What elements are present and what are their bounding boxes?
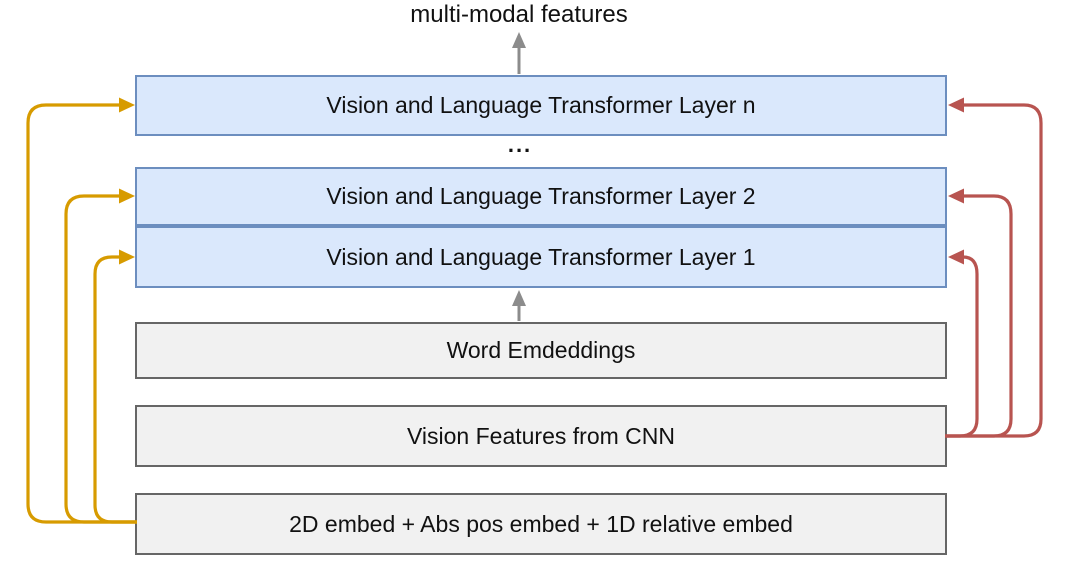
word-embeddings-box: Word Emdeddings bbox=[135, 322, 947, 379]
output-up-arrow-icon bbox=[512, 32, 526, 74]
vision-arrow-to-layer-n bbox=[945, 97, 1043, 438]
transformer-layer-n-box: Vision and Language Transformer Layer n bbox=[135, 75, 947, 136]
output-features-label: multi-modal features bbox=[410, 1, 628, 28]
transformer-layer-n-label: Vision and Language Transformer Layer n bbox=[326, 92, 756, 118]
position-embeddings-label: 2D embed + Abs pos embed + 1D relative e… bbox=[289, 510, 793, 537]
transformer-layer-1-label: Vision and Language Transformer Layer 1 bbox=[326, 243, 756, 270]
vision-features-label: Vision Features from CNN bbox=[407, 422, 675, 449]
more-layers-ellipsis: ... bbox=[507, 132, 533, 157]
embed-arrow-to-layer-n bbox=[26, 97, 137, 524]
word-embeddings-label: Word Emdeddings bbox=[446, 337, 636, 363]
transformer-layer-2-label: Vision and Language Transformer Layer 2 bbox=[326, 183, 756, 209]
position-embeddings-box: 2D embed + Abs pos embed + 1D relative e… bbox=[135, 493, 947, 555]
word-embeddings-up-arrow-icon bbox=[512, 290, 526, 321]
transformer-layer-1-box: Vision and Language Transformer Layer 1 bbox=[135, 226, 947, 288]
embed-arrow-to-layer-2 bbox=[64, 188, 137, 524]
vision-arrow-to-layer-1 bbox=[945, 249, 979, 438]
embed-arrow-to-layer-1 bbox=[93, 249, 137, 524]
vision-features-box: Vision Features from CNN bbox=[135, 405, 947, 467]
vision-arrow-to-layer-2 bbox=[945, 188, 1013, 438]
transformer-layer-2-box: Vision and Language Transformer Layer 2 bbox=[135, 167, 947, 226]
